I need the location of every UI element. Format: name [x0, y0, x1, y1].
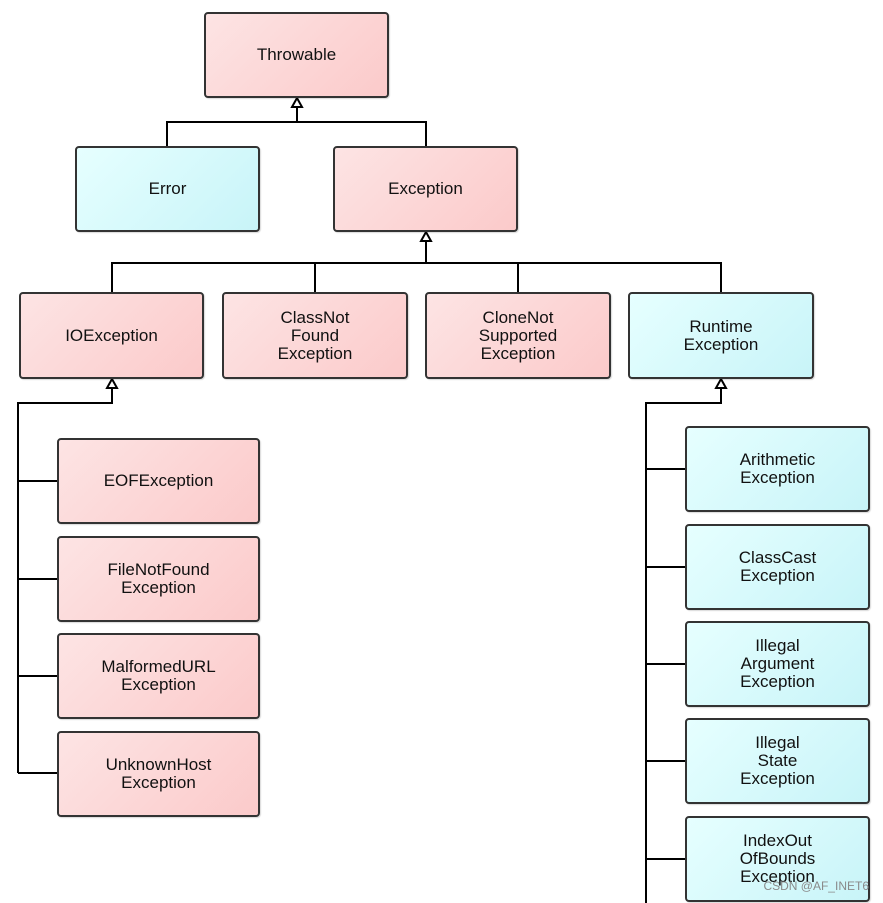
node-unknownhost: UnknownHost Exception [57, 731, 260, 817]
node-indexoutofbounds: IndexOut OfBounds Exception [685, 816, 870, 902]
watermark-text: CSDN @AF_INET6 [763, 879, 869, 893]
node-illegalstate: Illegal State Exception [685, 718, 870, 804]
connector-exception [111, 241, 722, 292]
node-error: Error [75, 146, 260, 232]
arrowhead-exception [419, 229, 433, 242]
connector-runtime [645, 388, 722, 903]
node-illegalargument: Illegal Argument Exception [685, 621, 870, 707]
node-runtime: Runtime Exception [628, 292, 814, 379]
node-filenotfound: FileNotFound Exception [57, 536, 260, 622]
connector-throwable [166, 107, 427, 146]
node-malformedurl: MalformedURL Exception [57, 633, 260, 719]
node-ioexception: IOException [19, 292, 204, 379]
node-classnotfound: ClassNot Found Exception [222, 292, 408, 379]
node-arithmetic: Arithmetic Exception [685, 426, 870, 512]
node-throwable: Throwable [204, 12, 389, 98]
connector-ioexception [17, 388, 113, 774]
arrowhead-ioexception [105, 376, 119, 389]
node-exception: Exception [333, 146, 518, 232]
arrowhead-runtime [714, 376, 728, 389]
arrowhead-throwable [290, 95, 304, 108]
node-clonenotsupported: CloneNot Supported Exception [425, 292, 611, 379]
node-eof: EOFException [57, 438, 260, 524]
node-classcast: ClassCast Exception [685, 524, 870, 610]
